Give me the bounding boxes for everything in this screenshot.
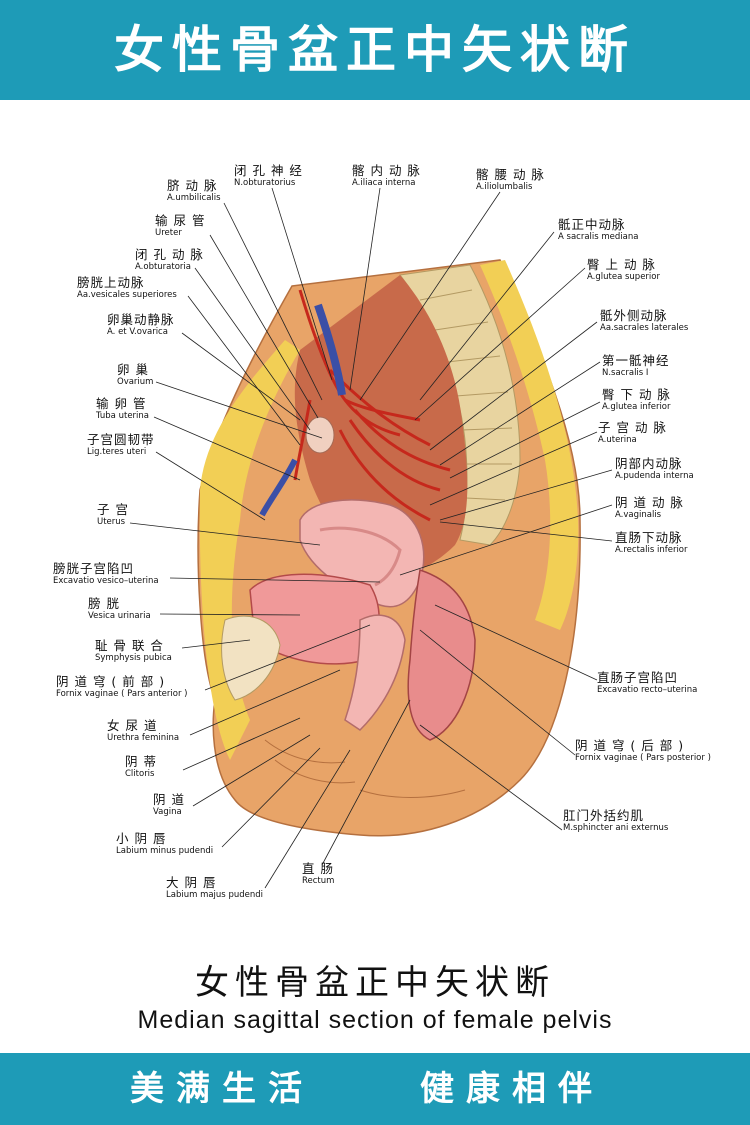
subcutaneous-fat-back [480, 260, 579, 630]
ovary [305, 416, 335, 454]
pubic-symphysis [221, 615, 281, 701]
footer-slogan-right: 健康相伴 [420, 1069, 604, 1109]
footer-banner: 美满生活 健康相伴 [0, 1053, 750, 1125]
page-title: 女性骨盆正中矢状断 [114, 21, 636, 79]
pelvis-illustration [129, 187, 613, 889]
rectum-shape [407, 569, 476, 741]
vagina-shape [344, 614, 406, 731]
caption-title-en: Median sagittal section of female pelvis [137, 1006, 613, 1034]
caption-title-zh: 女性骨盆正中矢状断 [195, 963, 555, 1003]
label-fornix-posterior: 阴 道 穹 ( 后 部 )Fornix vaginae ( Pars poste… [575, 738, 711, 763]
label-fornix-anterior: 阴 道 穹 ( 前 部 )Fornix vaginae ( Pars anter… [56, 674, 188, 699]
iliac-vein [314, 303, 346, 396]
header-banner: 女性骨盆正中矢状断 [0, 0, 750, 100]
leader-lines [129, 187, 613, 889]
ovarian-vein [259, 458, 298, 517]
footer-slogan-left: 美满生活 [130, 1069, 314, 1109]
